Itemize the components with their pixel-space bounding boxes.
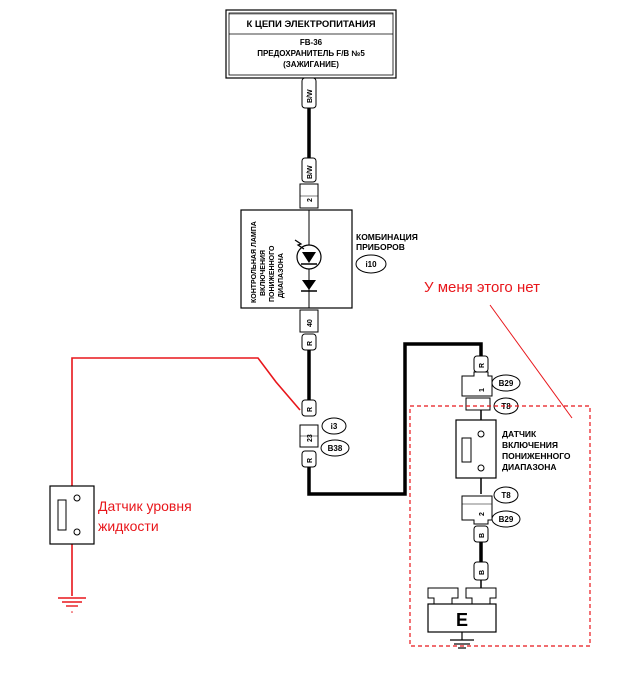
main-wire-top: B/W B/W 2 (299, 77, 319, 209)
red-annotations: У меня этого нет (58, 279, 591, 647)
lamp-label-line1: КОНТРОЛЬНАЯ ЛАМПА (251, 221, 258, 303)
connector-t8-bottom: T8 (501, 491, 511, 500)
connector-t8-bottom-badge (493, 486, 519, 504)
connector-i3: i3 (331, 422, 338, 431)
right-wire-code-b2: B (479, 570, 486, 575)
switch-label-line4: ДИАПАЗОНА (502, 462, 557, 472)
lamp-label-line2: ВКЛЮЧЕНИЯ (260, 250, 267, 296)
switch-label-line2: ВКЛЮЧЕНИЯ (502, 440, 558, 450)
right-pin-2: 2 (479, 512, 486, 516)
connector-i10: i10 (365, 260, 377, 269)
connector-b38-badge (320, 439, 350, 457)
main-wire-middle: 40 R R 23 R (299, 309, 483, 496)
switch-label-line1: ДАТЧИК (502, 429, 537, 439)
diode-icon (302, 280, 316, 290)
switch-label-line3: ПОНИЖЕННОГО (502, 451, 571, 461)
indicator-lamp-box: КОНТРОЛЬНАЯ ЛАМПА ВКЛЮЧЕНИЯ ПОНИЖЕННОГО … (240, 209, 353, 309)
wire-code-pin2: B/W (307, 165, 314, 179)
wire-code-top: B/W (307, 89, 314, 103)
connector-b29-bottom: B29 (499, 515, 514, 524)
connector-t8-top: T8 (501, 402, 511, 411)
annotation-pointer (489, 304, 573, 419)
power-source-box: К ЦЕПИ ЭЛЕКТРОПИТАНИЯ FB-36 ПРЕДОХРАНИТЕ… (225, 9, 397, 79)
power-box-fuse-note: (ЗАЖИГАНИЕ) (283, 60, 339, 69)
fluid-sensor-label-line2: жидкости (98, 518, 159, 534)
power-box-fuse-id: FB-36 (300, 38, 323, 47)
wire-code-r3: R (307, 458, 314, 463)
light-emission-icon (294, 239, 305, 250)
right-pin-1: 1 (479, 388, 486, 392)
ground-label: E (456, 610, 468, 630)
right-circuit: R 1 B29 T8 ДАТЧИК ВКЛЮЧЕНИЯ ПОНИЖЕННОГО … (427, 355, 571, 649)
connector-b29-top-badge (491, 374, 521, 392)
combination-line2: ПРИБОРОВ (356, 242, 405, 252)
ground-block (427, 603, 497, 633)
lamp-label-line4: ДИАПАЗОНА (278, 253, 285, 298)
pin-label-23: 23 (307, 434, 314, 442)
wire-code-r2: R (307, 407, 314, 412)
connector-i10-badge (355, 254, 387, 274)
fluid-sensor-label-line1: Датчик уровня (98, 498, 192, 514)
connector-b29-top: B29 (499, 379, 514, 388)
right-wire-code-b1: B (479, 533, 486, 538)
pin-label-40: 40 (307, 319, 314, 327)
right-wire-code-r: R (479, 363, 486, 368)
power-box-fuse-name: ПРЕДОХРАНИТЕЛЬ F/B №5 (257, 49, 365, 58)
connector-b38: B38 (328, 444, 343, 453)
pin-label-2: 2 (307, 198, 314, 202)
wire-code-r1: R (307, 341, 314, 346)
lamp-label-line3: ПОНИЖЕННОГО (269, 245, 276, 302)
annotation-not-present: У меня этого нет (424, 279, 540, 296)
connector-i3-badge (321, 417, 347, 435)
combination-label: КОМБИНАЦИЯ ПРИБОРОВ i10 (355, 232, 418, 274)
fluid-sensor-wire (71, 357, 301, 488)
connector-b29-bottom-badge (491, 510, 521, 528)
power-box-title: К ЦЕПИ ЭЛЕКТРОПИТАНИЯ (246, 19, 375, 30)
fluid-level-sensor (49, 485, 95, 545)
combination-line1: КОМБИНАЦИЯ (356, 232, 418, 242)
